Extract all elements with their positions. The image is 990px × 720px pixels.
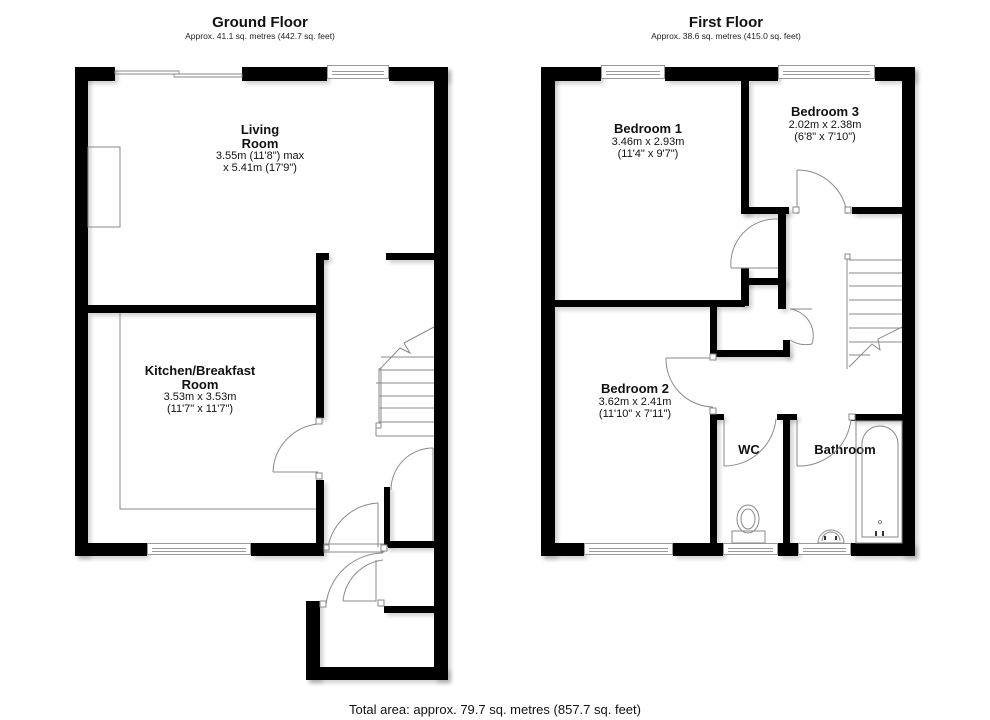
- wall: [783, 340, 790, 357]
- wall: [434, 67, 448, 680]
- wall: [851, 414, 904, 421]
- wall: [384, 487, 390, 547]
- room-name: Bedroom 3: [791, 104, 859, 119]
- window: [584, 543, 673, 555]
- wall: [541, 67, 601, 81]
- room-name: Bedroom 1: [614, 121, 682, 136]
- room-dimensions: 3.62m x 2.41m: [598, 395, 672, 408]
- cupboard-door-icon: [789, 308, 814, 346]
- staircase-icon: [375, 326, 435, 437]
- wall: [88, 305, 318, 313]
- wall: [778, 207, 786, 309]
- wall: [741, 207, 789, 214]
- room-name: Room: [181, 376, 219, 392]
- wall: [710, 414, 717, 546]
- bedroom-3-door-icon: [792, 169, 852, 215]
- kitchen-breakfast-room-label: Kitchen/Breakfast Room 3.53m x 3.53m (11…: [120, 363, 280, 416]
- wall: [710, 304, 717, 356]
- sliding-door-icon: [114, 70, 243, 78]
- cupboard-door-icon: [390, 447, 434, 541]
- first-floor-title: First Floor: [688, 14, 764, 31]
- window: [798, 543, 851, 555]
- room-dimensions: x 5.41m (17'9"): [223, 162, 297, 175]
- wall: [316, 253, 329, 260]
- wall: [75, 67, 88, 556]
- room-dimensions: 3.53m x 3.53m: [163, 391, 237, 404]
- wall: [316, 253, 324, 418]
- chimney-breast-icon: [87, 146, 121, 228]
- room-dimensions: (11'10" x 7'11"): [598, 407, 672, 420]
- bath-icon: [855, 420, 903, 544]
- room-dimensions: 2.02m x 2.38m: [788, 118, 862, 131]
- kitchen-door-icon: [272, 417, 323, 480]
- living-room-label: Living Room 3.55m (11'8") max x 5.41m (1…: [170, 122, 350, 175]
- room-name: Room: [241, 135, 279, 151]
- wall: [778, 543, 798, 556]
- wall: [242, 67, 327, 81]
- bathroom-label: Bathroom: [800, 443, 890, 457]
- room-dimensions: 3.46m x 2.93m: [611, 135, 685, 148]
- room-name: WC: [738, 442, 760, 457]
- room-dimensions: (11'7" x 11'7"): [166, 403, 234, 416]
- wall: [902, 67, 915, 556]
- wall: [75, 543, 147, 556]
- wall: [716, 350, 789, 357]
- wall: [673, 543, 723, 556]
- wall: [541, 543, 584, 556]
- wall: [665, 67, 778, 81]
- front-door-icon: [319, 552, 385, 608]
- bedroom-2-label: Bedroom 2 3.62m x 2.41m (11'10" x 7'11"): [565, 382, 705, 420]
- hall-door-icon: [323, 502, 388, 553]
- bathroom-door-icon: [796, 413, 856, 467]
- room-name: Bathroom: [814, 442, 876, 457]
- wc-label: WC: [724, 443, 774, 457]
- wall: [251, 543, 324, 556]
- wall: [851, 543, 915, 556]
- wall: [306, 601, 320, 680]
- window: [778, 65, 875, 79]
- toilet-icon: [731, 504, 766, 544]
- room-dimensions: (11'4" x 9'7"): [617, 147, 679, 160]
- wall: [306, 667, 448, 680]
- wall: [389, 67, 448, 81]
- window: [723, 543, 778, 555]
- wall: [386, 253, 436, 260]
- room-dimensions: 3.55m (11'8") max: [215, 150, 305, 163]
- wall: [555, 300, 745, 307]
- wall: [741, 278, 786, 285]
- window: [601, 65, 665, 79]
- bedroom-1-label: Bedroom 1 3.46m x 2.93m (11'4" x 9'7"): [578, 122, 718, 160]
- wall: [316, 480, 324, 548]
- ground-floor-area: Approx. 41.1 sq. metres (442.7 sq. feet): [185, 31, 335, 41]
- wall: [741, 81, 749, 214]
- basin-icon: [817, 529, 845, 544]
- bedroom-3-label: Bedroom 3 2.02m x 2.38m (6'8" x 7'10"): [760, 105, 890, 143]
- window: [327, 65, 389, 79]
- first-floor-area: Approx. 38.6 sq. metres (415.0 sq. feet): [651, 31, 801, 41]
- total-area: Total area: approx. 79.7 sq. metres (857…: [349, 702, 641, 717]
- staircase-icon: [844, 253, 903, 369]
- window: [147, 543, 251, 555]
- wall: [710, 414, 724, 420]
- wall: [741, 268, 749, 306]
- bedroom-1-door-icon: [730, 218, 779, 269]
- wall: [541, 67, 555, 556]
- wall: [388, 541, 436, 548]
- ground-floor-title: Ground Floor: [212, 14, 308, 31]
- wall: [783, 414, 790, 546]
- room-name: Bedroom 2: [601, 381, 669, 396]
- wall: [852, 207, 904, 214]
- room-name: Living: [240, 122, 280, 137]
- wall: [384, 606, 436, 613]
- room-dimensions: (6'8" x 7'10"): [794, 130, 856, 143]
- room-name: Kitchen/Breakfast: [144, 363, 256, 378]
- wall: [75, 67, 115, 81]
